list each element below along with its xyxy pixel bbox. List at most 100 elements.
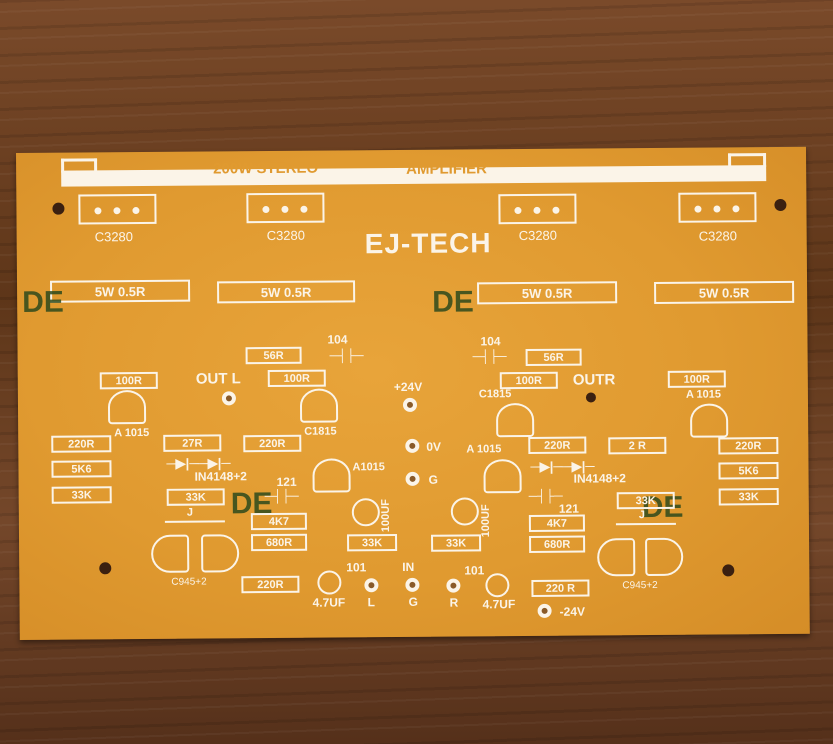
resistor-4k7-right: 4K7 xyxy=(528,514,585,532)
transistor-c945-left-label: C945+2 xyxy=(171,576,207,588)
input-in-label: IN xyxy=(402,559,415,574)
power-resistor-1: 5W 0.5R xyxy=(50,279,191,303)
cap-121-right: 121 xyxy=(558,501,579,516)
resistor-100r-right-b: 100R xyxy=(667,370,726,388)
transistor-c1815-right xyxy=(495,402,535,438)
transistor-a1015b-left xyxy=(312,458,351,493)
resistor-56r-left: 56R xyxy=(245,346,302,365)
cap-47uf-right xyxy=(485,573,510,598)
diode-label-right: IN4148+2 xyxy=(573,471,627,486)
resistor-33k-right: 33K xyxy=(718,488,779,506)
cap-47uf-left-label: 4.7UF xyxy=(312,595,346,610)
power-plus24-pad xyxy=(402,397,418,412)
transistor-a1015b-right-label: A 1015 xyxy=(466,443,502,456)
cap-104-left: 104 xyxy=(327,332,348,347)
resistor-33k-left: 33K xyxy=(51,486,112,504)
power-0v-label: 0V xyxy=(426,439,442,454)
transistor-a1015b-right xyxy=(483,459,522,494)
resistor-680r-left: 680R xyxy=(251,533,308,552)
resistor-100r-right-a: 100R xyxy=(499,371,558,390)
power-minus24-pad xyxy=(537,603,552,618)
board-title-right: AMPLIFIER xyxy=(406,160,488,178)
input-left-pad xyxy=(364,578,379,593)
cap-100uf-right-label: 100UF xyxy=(479,504,493,538)
cap-101-right: 101 xyxy=(464,563,485,578)
resistor-5k6-left: 5K6 xyxy=(51,460,112,478)
resistor-680r-right: 680R xyxy=(529,535,586,553)
heatsink-fin-right xyxy=(728,153,767,168)
resistor-27r-left: 27R xyxy=(163,434,222,452)
jumper-right: J xyxy=(638,509,646,522)
cap-47uf-right-label: 4.7UF xyxy=(482,597,516,612)
resistor-220r-right-a: 220R xyxy=(528,436,587,454)
transistor-a1015-left-label: A 1015 xyxy=(114,426,150,440)
heatsink-fin-left xyxy=(61,158,98,173)
cap-121-left: 121 xyxy=(276,474,297,489)
power-resistor-3: 5W 0.5R xyxy=(477,281,618,305)
de-mark-2: DE xyxy=(432,285,475,319)
output-left-label: OUT L xyxy=(195,370,241,388)
diode-label-left: IN4148+2 xyxy=(194,469,247,484)
transistor-a1015-right-label: A 1015 xyxy=(685,388,722,401)
transistor-c945-right-a xyxy=(597,538,636,577)
input-g-pad xyxy=(405,577,420,592)
input-right-pad xyxy=(446,578,461,593)
resistor-4k7-left: 4K7 xyxy=(250,512,307,531)
resistor-2r-right: 2 R xyxy=(608,436,667,455)
transistor-label-2: C3280 xyxy=(266,227,306,244)
cap-104-right-symbol: ─┤├─ xyxy=(472,349,507,364)
transistor-label-3: C3280 xyxy=(518,227,558,244)
mount-hole-tl xyxy=(52,202,65,215)
cap-101-left: 101 xyxy=(346,560,367,575)
cap-100uf-left-label: 100UF xyxy=(379,499,392,533)
transistor-a1015-right xyxy=(689,403,729,438)
cap-100uf-right xyxy=(450,497,479,526)
input-left-label: L xyxy=(367,595,375,610)
cap-121-left-symbol: ─┤├─ xyxy=(264,488,299,504)
transistor-footprint-3 xyxy=(498,193,577,225)
resistor-56r-right: 56R xyxy=(525,348,582,367)
cap-121-right-symbol: ─┤├─ xyxy=(528,488,563,503)
cap-104-right: 104 xyxy=(480,334,501,349)
resistor-220r-left-b: 220R xyxy=(243,434,302,453)
transistor-footprint-1 xyxy=(78,193,157,225)
power-plus24-label: +24V xyxy=(393,379,423,395)
transistor-c1815-left xyxy=(299,388,339,423)
mount-hole-tr xyxy=(774,198,787,212)
mount-hole-br xyxy=(722,564,735,577)
resistor-33k-left-b: 33K xyxy=(166,488,225,506)
cap-47uf-left xyxy=(317,570,342,595)
transistor-a1015b-left-label: A1015 xyxy=(352,461,385,474)
transistor-c1815-right-label: C1815 xyxy=(478,388,512,401)
power-minus24-label: -24V xyxy=(559,604,586,619)
resistor-33k-left-c: 33K xyxy=(347,534,398,552)
cap-100uf-left xyxy=(351,498,380,527)
resistor-220r-right-c: 220 R xyxy=(531,579,590,597)
transistor-c945-left-a xyxy=(151,534,190,573)
transistor-label-4: C3280 xyxy=(698,228,738,244)
resistor-100r-left-a: 100R xyxy=(99,371,158,390)
jumper-right-line xyxy=(615,522,676,526)
pcb-board: 200W STEREO AMPLIFIER C3280 C3280 C3280 … xyxy=(16,146,810,640)
transistor-label-1: C3280 xyxy=(94,229,134,245)
input-g-label: G xyxy=(408,594,418,609)
resistor-33k-right-b: 33K xyxy=(616,491,675,510)
board-title-left: 200W STEREO xyxy=(213,159,319,178)
jumper-left: J xyxy=(186,506,194,519)
resistor-220r-right-b: 220R xyxy=(718,437,779,455)
resistor-220r-left-a: 220R xyxy=(51,435,112,453)
output-right-label: OUTR xyxy=(572,371,616,389)
transistor-footprint-2 xyxy=(246,192,325,224)
output-right-hole xyxy=(585,392,596,403)
power-resistor-2: 5W 0.5R xyxy=(217,280,356,304)
transistor-c945-right-label: C945+2 xyxy=(622,579,658,592)
resistor-5k6-right: 5K6 xyxy=(718,462,779,480)
brand-logo: EJ-TECH xyxy=(364,227,492,260)
output-left-pad xyxy=(221,391,236,406)
resistor-220r-left-c: 220R xyxy=(241,575,300,594)
input-right-label: R xyxy=(449,595,459,610)
de-mark-1: DE xyxy=(22,285,64,319)
transistor-footprint-4 xyxy=(678,192,757,223)
power-resistor-4: 5W 0.5R xyxy=(654,280,795,304)
resistor-100r-left-b: 100R xyxy=(267,369,326,388)
